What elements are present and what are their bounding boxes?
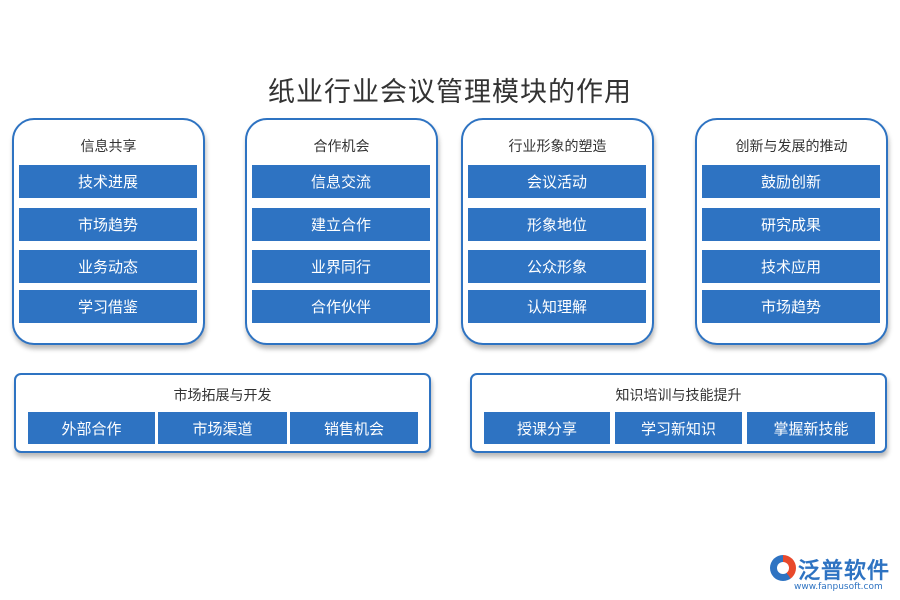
- panel-industry-image: 行业形象的塑造 会议活动 形象地位 公众形象 认知理解: [461, 118, 654, 345]
- diagram-title: 纸业行业会议管理模块的作用: [268, 77, 632, 108]
- panel-item: 公众形象: [468, 250, 646, 283]
- bar-item: 市场渠道: [158, 412, 287, 444]
- bar-title: 市场拓展与开发: [173, 388, 272, 404]
- logo-url: www.fanpusoft.com: [794, 582, 883, 592]
- panel-item: 技术进展: [19, 165, 197, 198]
- panel-info-sharing: 信息共享 技术进展 市场趋势 业务动态 学习借鉴: [12, 118, 205, 345]
- panel-cooperation: 合作机会 信息交流 建立合作 业界同行 合作伙伴: [245, 118, 438, 345]
- panel-item: 形象地位: [468, 208, 646, 241]
- panel-item: 建立合作: [252, 208, 430, 241]
- bar-item: 外部合作: [28, 412, 155, 444]
- bar-item: 销售机会: [290, 412, 418, 444]
- logo-name: 泛普软件: [798, 559, 891, 584]
- panel-item: 鼓励创新: [702, 165, 880, 198]
- panel-innovation: 创新与发展的推动 鼓励创新 研究成果 技术应用 市场趋势: [695, 118, 888, 345]
- bar-knowledge-training: 知识培训与技能提升 授课分享 学习新知识 掌握新技能: [470, 373, 887, 453]
- panel-title: 行业形象的塑造: [508, 139, 607, 155]
- bar-item: 授课分享: [484, 412, 610, 444]
- panel-item: 业界同行: [252, 250, 430, 283]
- brand-logo: 泛普软件 www.fanpusoft.com: [770, 553, 895, 595]
- panel-item: 认知理解: [468, 290, 646, 323]
- panel-item: 技术应用: [702, 250, 880, 283]
- panel-item: 会议活动: [468, 165, 646, 198]
- panel-title: 创新与发展的推动: [735, 139, 848, 155]
- panel-item: 市场趋势: [19, 208, 197, 241]
- bar-item: 掌握新技能: [747, 412, 875, 444]
- panel-title: 信息共享: [80, 139, 137, 155]
- panel-item: 市场趋势: [702, 290, 880, 323]
- panel-item: 业务动态: [19, 250, 197, 283]
- panel-title: 合作机会: [313, 139, 370, 155]
- panel-item: 合作伙伴: [252, 290, 430, 323]
- panel-item: 学习借鉴: [19, 290, 197, 323]
- bar-market-expansion: 市场拓展与开发 外部合作 市场渠道 销售机会: [14, 373, 431, 453]
- panel-item: 研究成果: [702, 208, 880, 241]
- bar-item: 学习新知识: [615, 412, 742, 444]
- panel-item: 信息交流: [252, 165, 430, 198]
- bar-title: 知识培训与技能提升: [615, 388, 742, 404]
- logo-icon: [770, 555, 796, 581]
